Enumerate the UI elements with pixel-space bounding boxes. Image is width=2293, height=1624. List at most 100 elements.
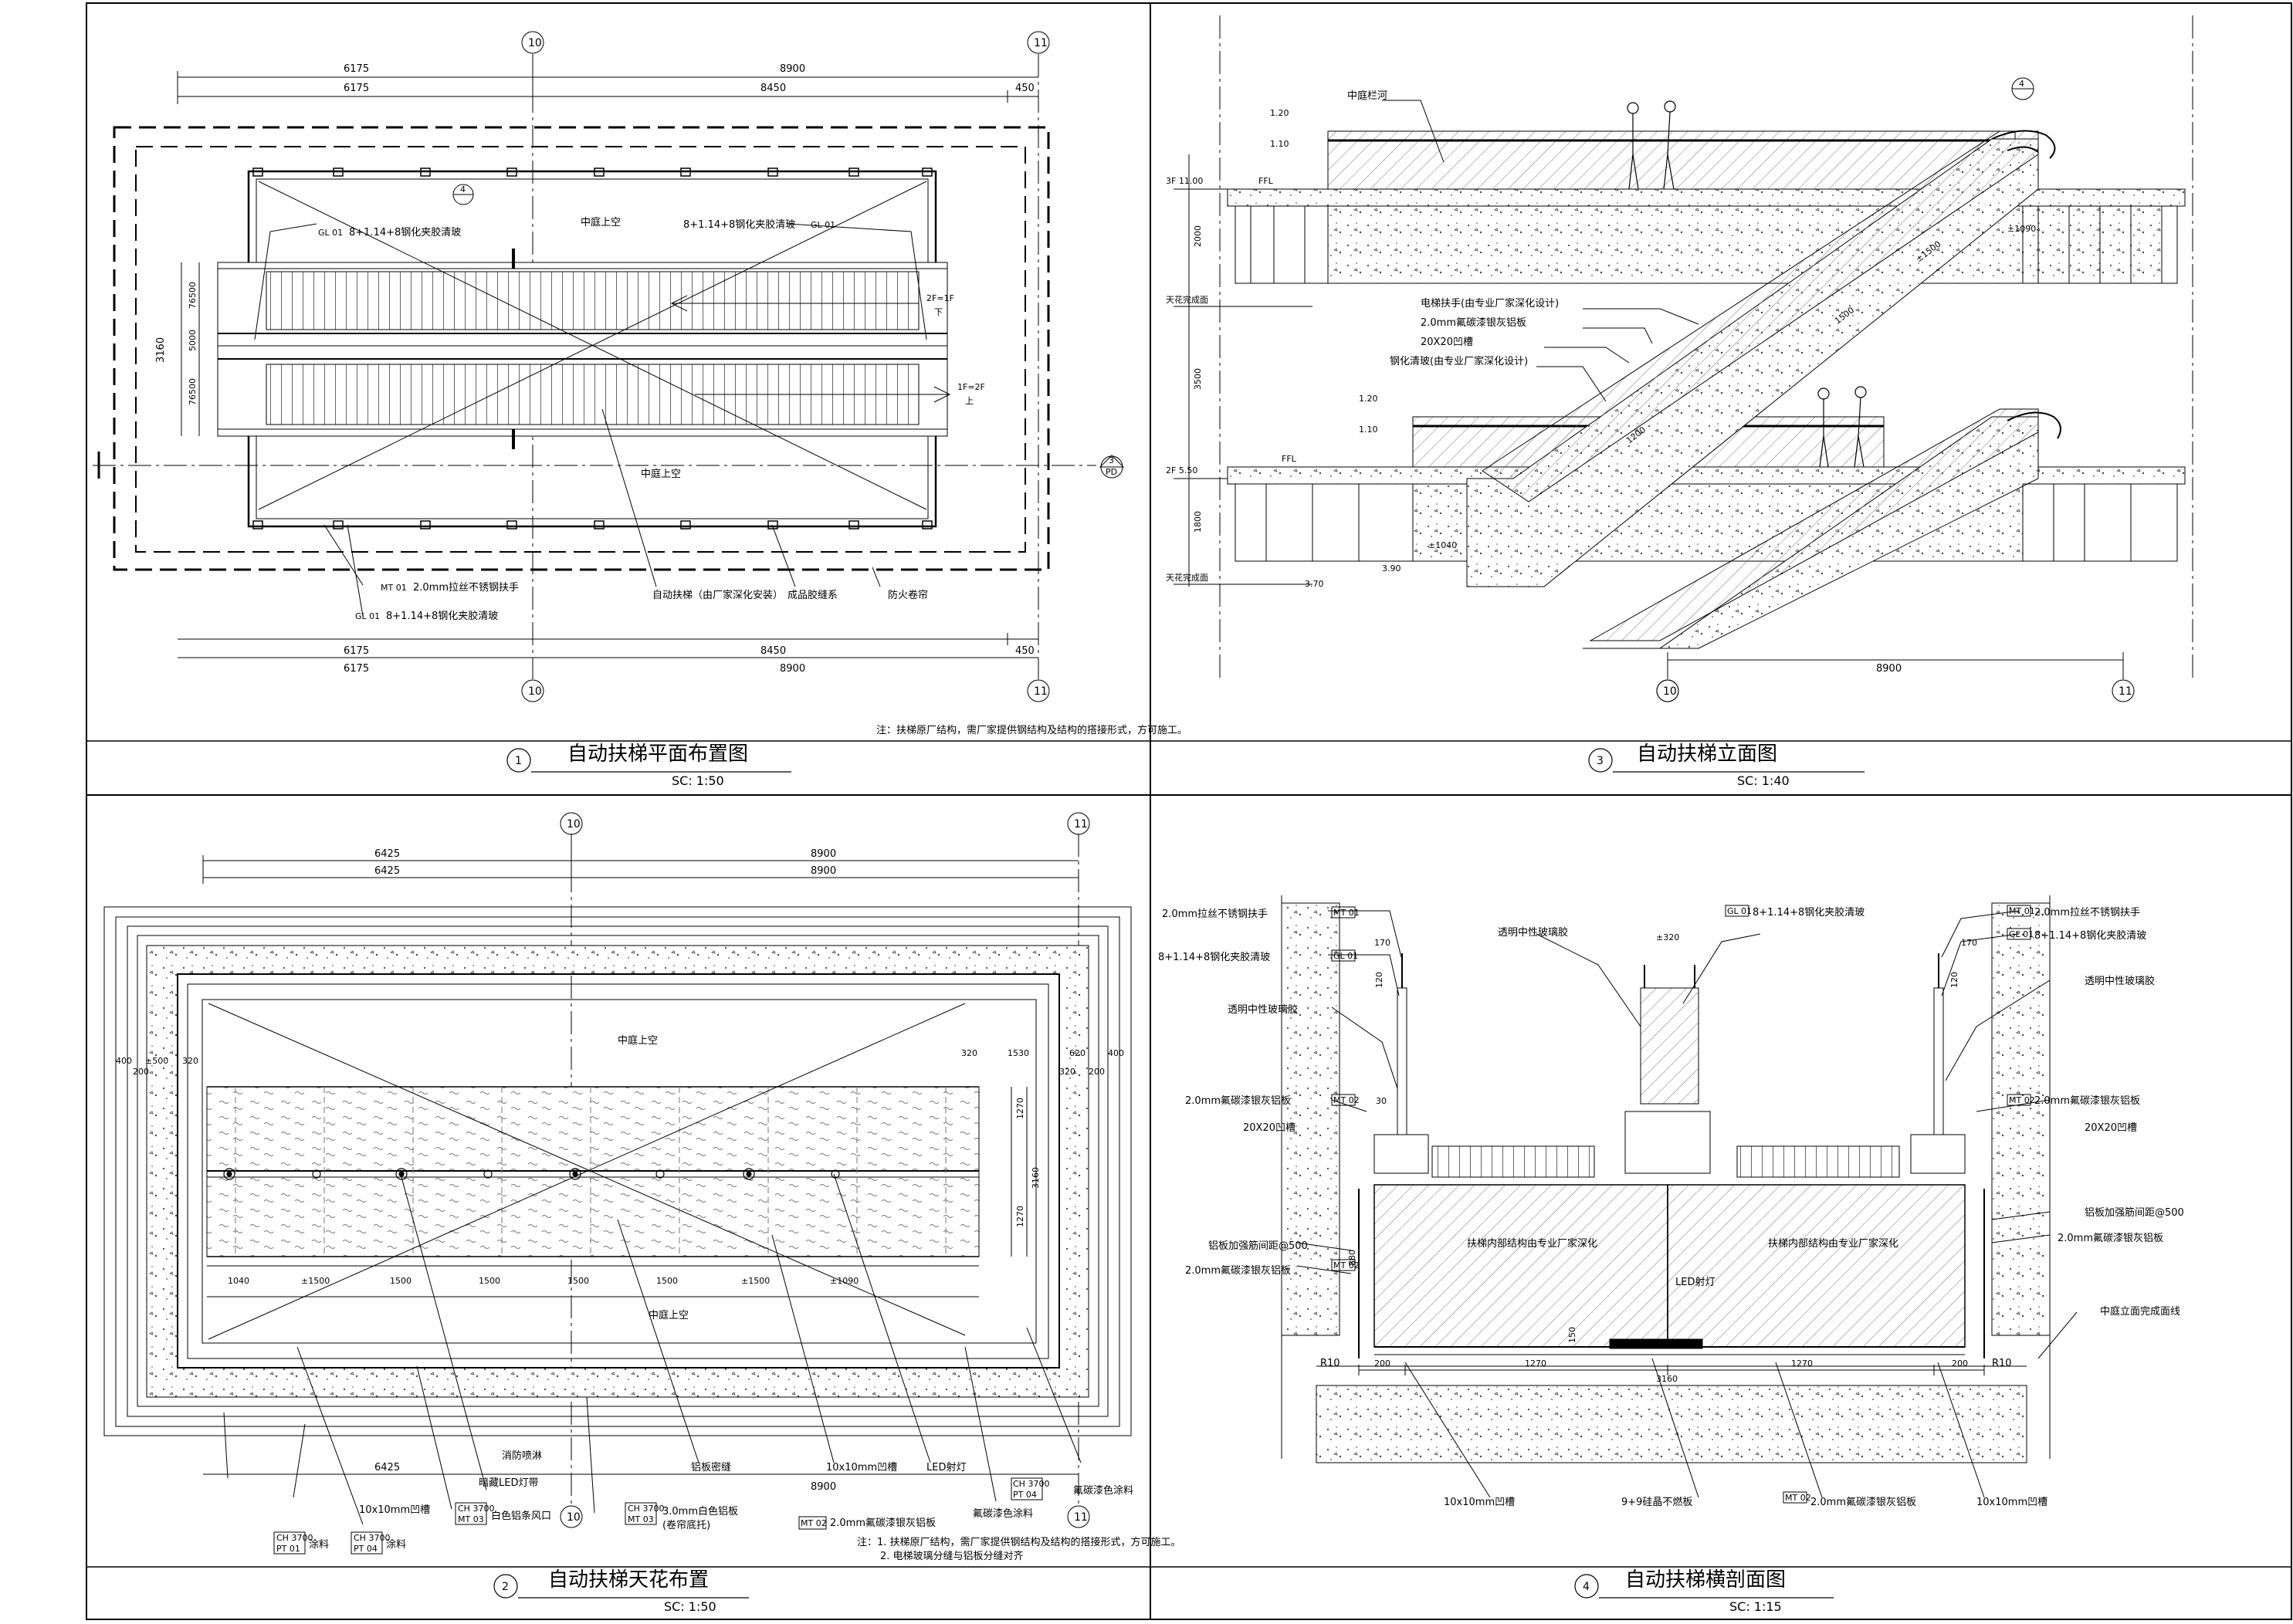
elev-d390: 3.90 (1382, 563, 1401, 573)
plan-title: 自动扶梯平面布置图 (567, 743, 748, 766)
ceil-dim-row-1: 1040 (228, 1276, 249, 1286)
ceil-paint-2: 涂料 (386, 1538, 406, 1551)
sec-groove-b2: 10x10mm凹槽 (1976, 1497, 2047, 1508)
elev-atrium-rail: 中庭栏河 (1347, 90, 1387, 102)
ceil-dim-row-6: 1500 (656, 1276, 678, 1286)
ceil-paint-4: 氟碳漆色涂料 (1073, 1484, 1133, 1497)
sec-tag-mt01-l: MT 01 (1333, 908, 1360, 918)
ceil-dim-right-3: 1270 (1015, 1206, 1025, 1227)
ceil-scale: SC: 1:50 (664, 1599, 716, 1614)
ceil-dim-misc-4: 200 (133, 1067, 149, 1077)
sec-d880: 880 (1347, 1250, 1357, 1266)
ceil-alu2: 2.0mm氟碳漆银灰铝板 (830, 1517, 936, 1529)
elev-level-3f: 3F 11.00 (1166, 176, 1203, 186)
plan-glass-left: 8+1.14+8钢化夹胶清玻 (349, 226, 461, 239)
ceil-paint-3: 氟碳漆色涂料 (973, 1507, 1033, 1520)
sec-d150: 150 (1567, 1327, 1577, 1343)
plan-dim-left-4: 76500 (188, 378, 198, 405)
sec-panel-r: 2.0mm氟碳漆银灰铝板 (2034, 1095, 2140, 1107)
section-view: 2.0mm拉丝不锈钢扶手 MT 01 8+1.14+8钢化夹胶清玻 GL 01 … (1158, 895, 2184, 1614)
plan-dir-up: 1F=2F (957, 382, 985, 392)
ceil-dim-misc-5: 320 (961, 1048, 977, 1058)
ceil-tag-ch-2: CH 3700 (354, 1533, 390, 1543)
elev-d120: 1.20 (1270, 108, 1289, 118)
plan-dim-top-1: 6175 (344, 63, 369, 75)
sec-tag-gl01-r: GL 01 (2009, 929, 2034, 939)
sec-finish-r: 中庭立面完成面线 (2100, 1305, 2180, 1318)
ceil-dim-misc-9: 200 (1089, 1067, 1105, 1077)
elev-d110b: 1.10 (1359, 425, 1378, 435)
elevation-view: 10 11 8900 4 中庭栏河 电梯扶手(由专业厂家深化设计) 2.0mm氟… (1166, 15, 2193, 788)
ceil-alu-seam: 铝板密缝 (691, 1461, 731, 1473)
sec-panel-r2: 2.0mm氟碳漆银灰铝板 (2058, 1232, 2163, 1244)
ceil-paint-1: 涂料 (309, 1538, 329, 1551)
ceil-dim-bottom-1: 6425 (374, 1462, 400, 1473)
ceil-void-top: 中庭上空 (618, 1034, 658, 1047)
plan-axis-a-top: 10 (528, 37, 542, 49)
plan-gl-tag-left: GL 01 (318, 228, 343, 238)
ceil-dim-top-2: 8900 (811, 848, 836, 860)
sec-sealant-l: 透明中性玻璃胶 (1228, 1003, 1298, 1016)
sec-rib-r: 铝板加强筋间距@500 (2085, 1206, 2184, 1219)
plan-axis-b-bottom: 11 (1034, 685, 1048, 698)
sheet-frame (86, 2, 2292, 1620)
elev-title: 自动扶梯立面图 (1637, 743, 1777, 766)
plan-dim-bottom-1: 6175 (344, 645, 369, 657)
ceil-note-1: 注：1. 扶梯原厂结构，需厂家提供钢结构及结构的搭接形式，方可施工。 (857, 1536, 1181, 1548)
sec-d320: ±320 (1656, 932, 1679, 942)
ceil-dim-misc-2: ±500 (145, 1056, 168, 1066)
sec-panel-b: 2.0mm氟碳漆银灰铝板 (1810, 1496, 1916, 1508)
sec-d1270b: 1270 (1791, 1358, 1813, 1369)
elev-ffl-2f: FFL (1282, 454, 1297, 464)
plan-dim-bottom-5: 8900 (780, 663, 805, 675)
sec-tag-mt02-l: MT 02 (1333, 1095, 1360, 1105)
ceil-dim-top-3: 6425 (374, 865, 400, 877)
elev-groove: 20X20凹槽 (1421, 337, 1473, 348)
ceil-axis-a-top: 10 (567, 818, 581, 831)
ceil-dim-misc-3: 320 (182, 1056, 198, 1066)
ceil-title: 自动扶梯天花布置 (548, 1568, 709, 1592)
ceil-dim-misc-10: 320 (1059, 1067, 1075, 1077)
ceil-axis-b-bottom: 11 (1074, 1511, 1088, 1524)
plan-glass-bottom: 8+1.14+8钢化夹胶清玻 (386, 610, 498, 622)
sec-d3160: 3160 (1656, 1374, 1678, 1384)
plan-glass-top: 8+1.14+8钢化夹胶清玻 (683, 218, 795, 231)
ceil-dim-bottom-2: 8900 (811, 1481, 836, 1493)
ceil-dim-misc-8: 400 (1108, 1048, 1124, 1058)
plan-dim-left-3: 5000 (188, 330, 198, 351)
elev-handrail: 电梯扶手(由专业厂家深化设计) (1421, 297, 1559, 310)
plan-gl-tag-bottom: GL 01 (355, 611, 380, 621)
sec-rib-l: 铝板加强筋间距@500 (1208, 1240, 1308, 1252)
sec-structure-l: 扶梯内部结构由专业厂家深化 (1467, 1237, 1597, 1250)
sec-d120-r: 120 (1949, 972, 1959, 988)
ceil-dim-row-8: ±1090 (830, 1276, 859, 1286)
plan-void-top: 中庭上空 (581, 216, 621, 228)
sec-tag-mt02-r: MT 02 (2009, 1095, 2035, 1105)
plan-mt-tag: MT 01 (381, 583, 407, 593)
ceil-tag-ch-1: CH 3700 (276, 1533, 313, 1543)
elev-h1800: 1800 (1193, 511, 1203, 533)
plan-section-marker-2: 3 (1109, 455, 1114, 465)
elev-h3500: 3500 (1193, 368, 1203, 390)
ceil-led-strip: 暗藏LED灯带 (479, 1477, 538, 1489)
ceil-dim-top-1: 6425 (374, 848, 400, 860)
sec-title-num: 4 (1583, 1581, 1590, 1593)
sec-scale: SC: 1:15 (1729, 1599, 1782, 1614)
elev-axis-a: 10 (1663, 685, 1677, 698)
ceil-tag-mt03: MT 03 (458, 1514, 484, 1524)
plan-handrail: 2.0mm拉丝不锈钢扶手 (413, 582, 519, 594)
ceil-tag-ch-3: CH 3700 (458, 1504, 494, 1514)
plan-dim-top-4: 8450 (760, 83, 786, 94)
ceil-dim-right-1: 1270 (1015, 1098, 1025, 1119)
ceil-dim-top-4: 8900 (811, 865, 836, 877)
ceil-tag-pt04: PT 04 (354, 1544, 378, 1554)
plan-axis-b-top: 11 (1034, 37, 1048, 49)
plan-dim-left-1: 3160 (155, 337, 167, 363)
ceil-dim-row-2: ±1500 (301, 1276, 330, 1286)
elev-h2000: 2000 (1193, 225, 1203, 247)
plan-dim-bottom-4: 6175 (344, 663, 369, 675)
elev-span: 8900 (1876, 663, 1902, 675)
sec-d170-l: 170 (1374, 938, 1390, 948)
sec-groove-b1: 10x10mm凹槽 (1444, 1497, 1515, 1508)
ceil-note-2: 2. 电梯玻璃分缝与铝板分缝对齐 (880, 1550, 1024, 1562)
